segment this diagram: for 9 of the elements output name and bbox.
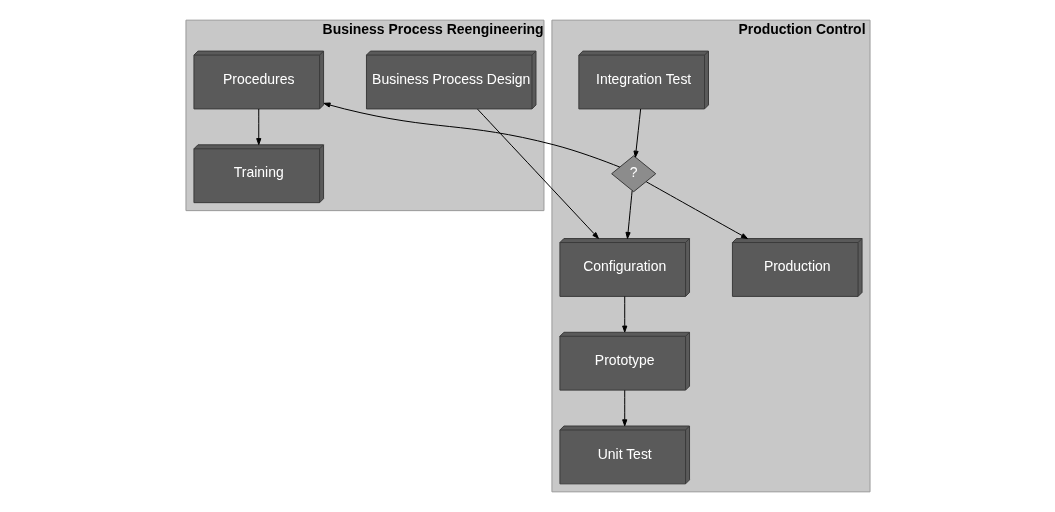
arrow	[255, 108, 261, 146]
arrow	[476, 108, 599, 239]
arrow	[624, 190, 633, 239]
arrow	[621, 296, 627, 333]
arrow	[323, 102, 620, 168]
node-diamond: ?	[610, 155, 656, 193]
arrow	[621, 389, 627, 427]
arrow	[632, 108, 641, 158]
arrow	[645, 181, 748, 240]
